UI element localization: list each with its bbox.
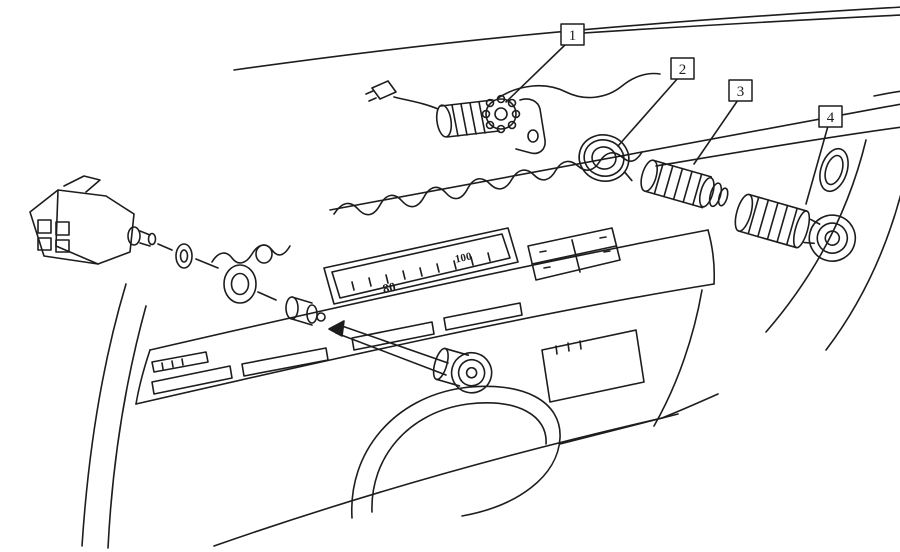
line-art-group — [29, 6, 900, 549]
speedometer-label-100: 100 — [454, 250, 473, 265]
callout-leader-4 — [805, 125, 829, 205]
callout-3-label: 3 — [737, 84, 745, 100]
callout-leader-1 — [505, 43, 567, 103]
instrument-cluster — [323, 227, 519, 305]
fastener-stack — [157, 243, 326, 326]
trim-strips — [151, 302, 523, 395]
knob-assembly-part — [734, 193, 857, 262]
callout-leaders — [505, 43, 829, 205]
windshield-lines — [211, 6, 900, 264]
pointer-arrow — [328, 320, 449, 376]
arrowhead — [328, 320, 345, 337]
callout-2-label: 2 — [679, 62, 687, 78]
callout-3-box — [728, 79, 753, 102]
callout-4-label: 4 — [827, 110, 835, 126]
clock-gauge — [527, 227, 621, 281]
callout-leader-3 — [693, 99, 739, 165]
callout-1-label: 1 — [569, 28, 577, 44]
bezel-ring-part — [578, 134, 633, 182]
lower-dash-lines — [81, 283, 719, 549]
speedometer-label-80: 80 — [381, 279, 397, 296]
callout-boxes — [560, 23, 843, 128]
text-layer: 1 2 3 4 80 100 — [381, 28, 835, 296]
callout-1-box — [560, 23, 585, 46]
control-knob-part — [432, 347, 493, 394]
wiring-connector-part — [29, 175, 157, 265]
lighter-socket-part — [640, 159, 729, 209]
ashtray-pocket — [541, 329, 645, 403]
callout-2-box — [670, 57, 695, 80]
callout-4-box — [818, 105, 843, 128]
lighter-element-part — [365, 72, 661, 155]
dash-panel — [135, 229, 716, 405]
callout-leader-2 — [617, 77, 679, 147]
